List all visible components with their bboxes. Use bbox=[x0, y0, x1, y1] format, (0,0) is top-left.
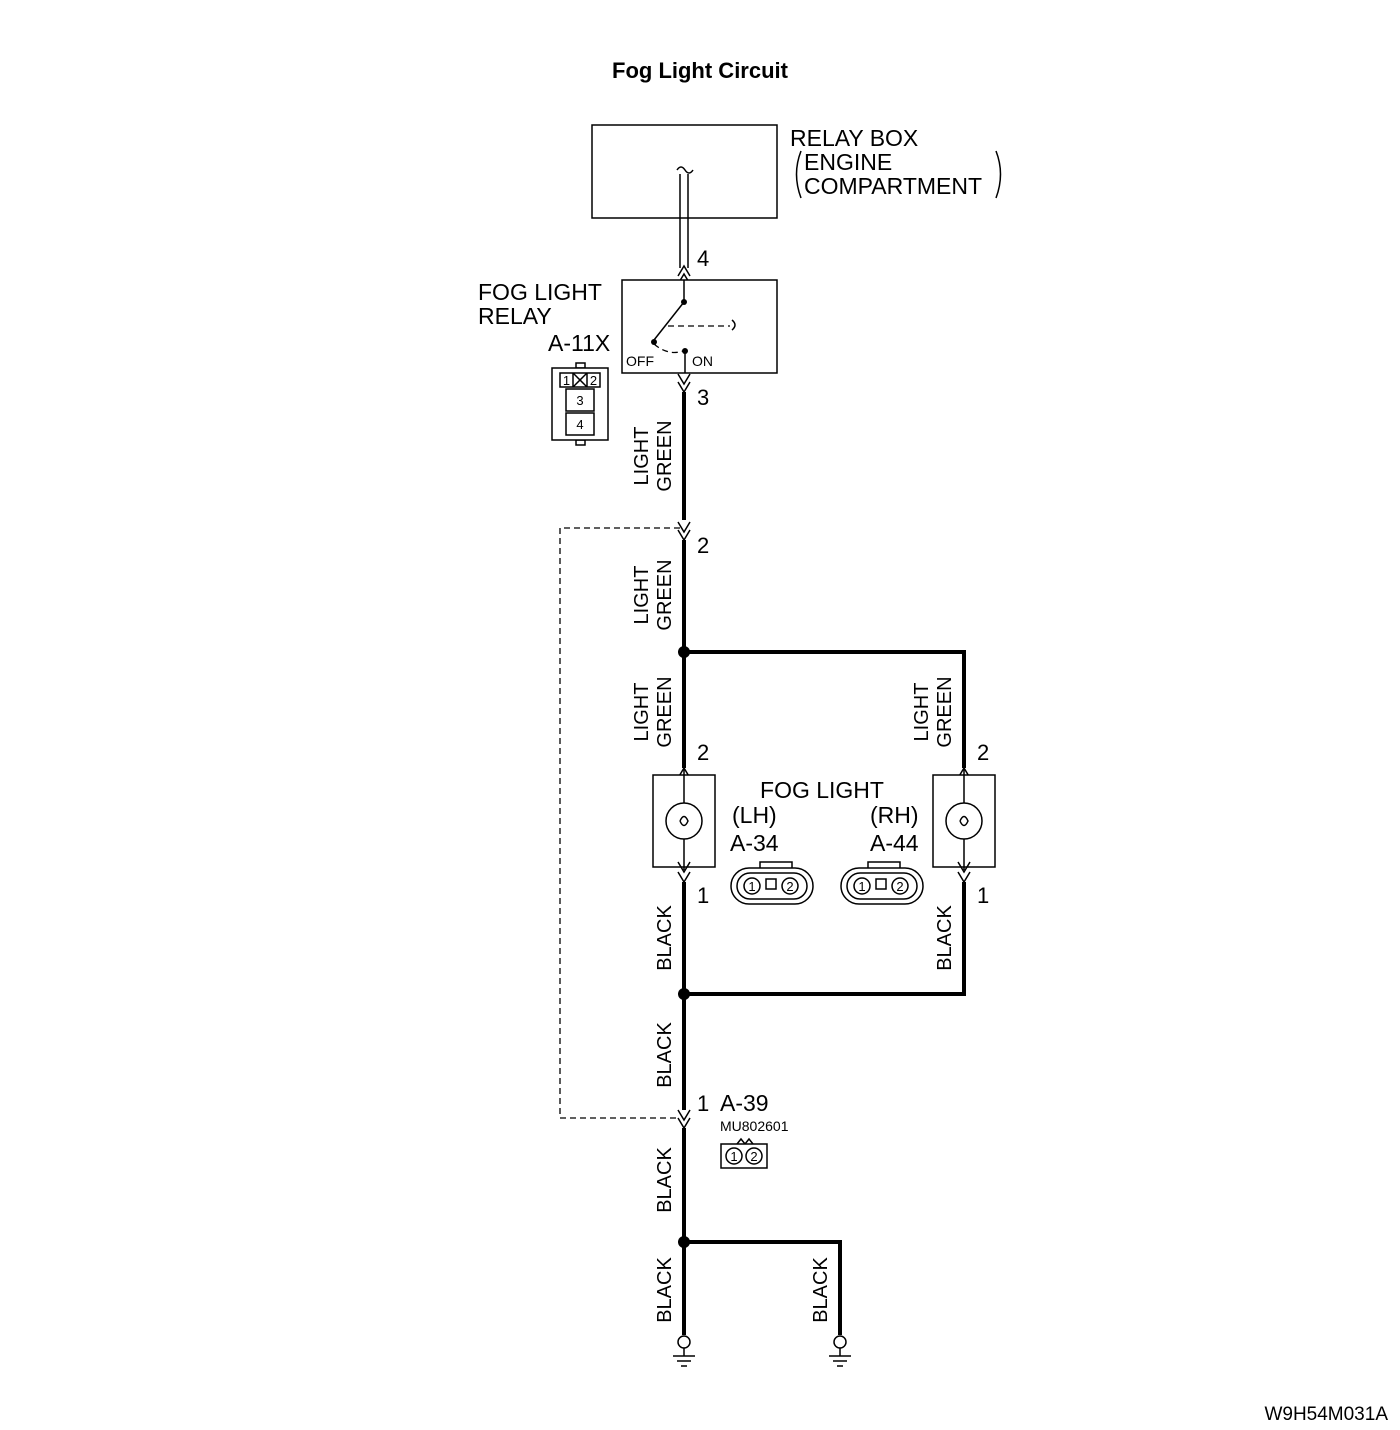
connector-chevron-icon bbox=[677, 521, 691, 542]
relay-on-label: ON bbox=[692, 353, 713, 369]
lh-connector-face: 1 2 bbox=[730, 861, 814, 905]
relay-box-location-line2: COMPARTMENT bbox=[804, 173, 982, 199]
wire-color-light: LIGHT bbox=[631, 427, 653, 486]
lh-connector-pin-2: 2 bbox=[786, 879, 793, 894]
fog-light-lh-label: (LH) bbox=[732, 802, 777, 828]
junction-connector-face: 1 2 bbox=[720, 1137, 768, 1169]
junction-face-pin-1: 1 bbox=[730, 1149, 737, 1164]
fog-light-rh-connector: A-44 bbox=[870, 830, 919, 856]
wire-color-black: BLACK bbox=[810, 1257, 832, 1323]
relay-connector-id: A-11X bbox=[548, 330, 610, 356]
relay-box-label: RELAY BOX bbox=[790, 125, 918, 151]
relay-box: RELAY BOX ENGINE COMPARTMENT bbox=[591, 124, 1002, 268]
relay-pin-bottom: 3 bbox=[697, 385, 709, 410]
fog-light-rh: 2 1 bbox=[932, 740, 996, 908]
relay-label-line1: FOG LIGHT bbox=[478, 279, 602, 305]
fog-light-relay: OFF ON FOG LIGHT RELAY A-11X bbox=[478, 279, 778, 374]
relay-cell-1: 1 bbox=[563, 373, 570, 388]
fog-light-rh-label: (RH) bbox=[870, 802, 919, 828]
ground-icon bbox=[673, 1335, 695, 1367]
relay-cell-2: 2 bbox=[590, 373, 597, 388]
relay-pin-top: 4 bbox=[697, 246, 709, 271]
harness-bracket bbox=[559, 527, 680, 1119]
relay-cell-3: 3 bbox=[576, 393, 583, 408]
junction-part-number: MU802601 bbox=[720, 1118, 789, 1134]
ground-icon bbox=[829, 1335, 851, 1367]
connector-chevron-icon bbox=[677, 1109, 691, 1130]
close-paren-icon bbox=[995, 150, 1002, 199]
rh-connector-face: 1 2 bbox=[840, 861, 924, 905]
wire-color-black: BLACK bbox=[654, 1147, 676, 1213]
relay-box-location-line1: ENGINE bbox=[804, 149, 892, 175]
fog-light-lh-connector: A-34 bbox=[730, 830, 779, 856]
fog-light-label: FOG LIGHT bbox=[760, 777, 884, 803]
figure-code: W9H54M031A bbox=[1264, 1404, 1388, 1425]
relay-off-label: OFF bbox=[626, 353, 654, 369]
wire-color-green: GREEN bbox=[654, 420, 676, 491]
lh-pin-top: 2 bbox=[697, 740, 709, 765]
wire-color-light: LIGHT bbox=[911, 683, 933, 742]
wire-color-light: LIGHT bbox=[631, 683, 653, 742]
lh-connector-pin-1: 1 bbox=[748, 879, 755, 894]
wire-color-light: LIGHT bbox=[631, 566, 653, 625]
rh-pin-top: 2 bbox=[977, 740, 989, 765]
junction-pin: 1 bbox=[697, 1091, 709, 1116]
relay-connector-face: 1 2 3 4 bbox=[551, 362, 609, 446]
wire-color-black: BLACK bbox=[934, 905, 956, 971]
relay-cell-4: 4 bbox=[576, 417, 583, 432]
lh-pin-bottom: 1 bbox=[697, 883, 709, 908]
junction-connector-id: A-39 bbox=[720, 1090, 769, 1116]
relay-label-line2: RELAY bbox=[478, 303, 552, 329]
connector-chevron-icon bbox=[677, 373, 691, 394]
inline-pin: 2 bbox=[697, 533, 709, 558]
wire-color-black: BLACK bbox=[654, 905, 676, 971]
diagram-title: Fog Light Circuit bbox=[612, 58, 789, 83]
wire-color-black: BLACK bbox=[654, 1022, 676, 1088]
fog-light-lh: 2 1 bbox=[652, 740, 716, 908]
wire-color-black: BLACK bbox=[654, 1257, 676, 1323]
rh-connector-pin-2: 2 bbox=[896, 879, 903, 894]
junction-face-pin-2: 2 bbox=[750, 1149, 757, 1164]
rh-connector-pin-1: 1 bbox=[858, 879, 865, 894]
rh-pin-bottom: 1 bbox=[977, 883, 989, 908]
wire-color-green: GREEN bbox=[654, 559, 676, 630]
wire-color-green: GREEN bbox=[654, 676, 676, 747]
wire-color-green: GREEN bbox=[934, 676, 956, 747]
open-paren-icon bbox=[795, 150, 802, 199]
